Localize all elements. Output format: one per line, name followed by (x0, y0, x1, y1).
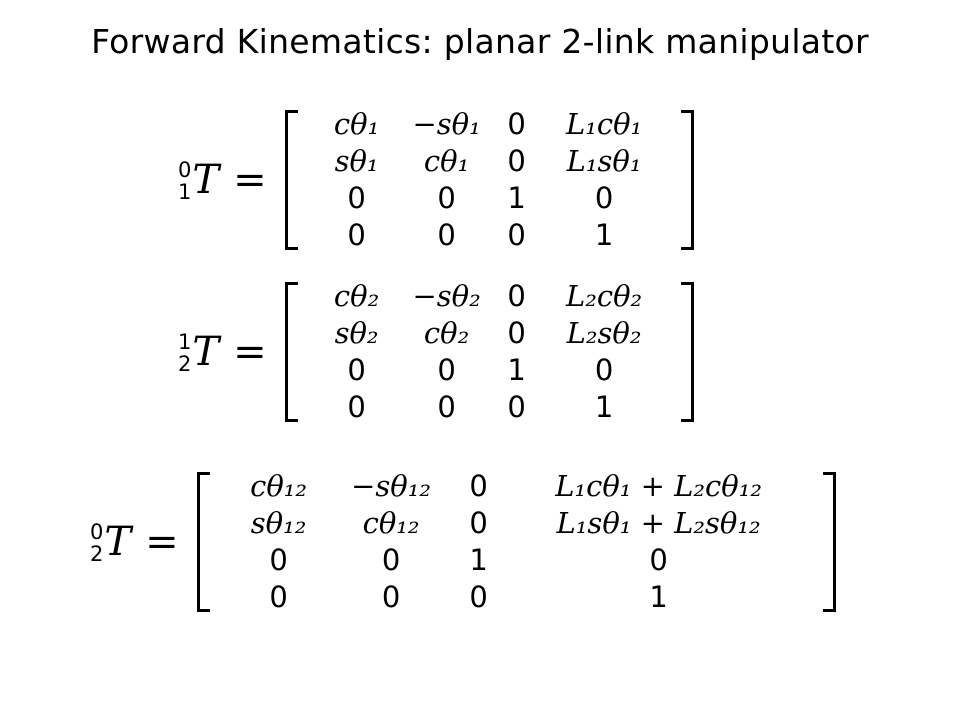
left-bracket (284, 282, 298, 422)
matrix-cell: 0 (507, 316, 526, 350)
lhs-t02: 0 2 T = (90, 519, 179, 565)
right-bracket (680, 110, 694, 250)
matrix-cell: sθ₁ (334, 144, 379, 178)
matrix-cell: cθ₁₂ (362, 506, 420, 540)
right-bracket (680, 282, 694, 422)
matrix-cell: cθ₂ (333, 279, 380, 313)
matrix-cell: cθ₁ (423, 144, 470, 178)
equation-t01: 0 1 T = cθ₁ −sθ₁ 0 L₁cθ₁ sθ₁ cθ₁ 0 L₁sθ₁… (178, 107, 694, 252)
right-bracket (822, 472, 836, 612)
matrix-cell: L₁sθ₁ + L₂sθ₁₂ (556, 506, 761, 540)
matrix-cell: −sθ₁₂ (351, 469, 432, 503)
matrix-cell: −sθ₂ (412, 279, 481, 313)
matrix-cell: 0 (437, 353, 456, 387)
matrix-cell: 1 (649, 580, 668, 614)
matrix-cell: 1 (507, 353, 526, 387)
matrix-cell: 0 (381, 543, 401, 577)
matrix-cell: 0 (507, 390, 526, 424)
frame-superscript: 0 (178, 158, 192, 182)
equals-sign: = (145, 519, 179, 565)
left-bracket (196, 472, 210, 612)
matrix-cell: 1 (507, 181, 526, 215)
matrix-cell: cθ₁ (333, 107, 380, 141)
matrix-cell: 0 (347, 181, 366, 215)
matrix-t02: cθ₁₂ −sθ₁₂ 0 L₁cθ₁ + L₂cθ₁₂ sθ₁₂ cθ₁₂ 0 … (210, 468, 823, 616)
matrix-cell: L₁sθ₁ (566, 144, 642, 178)
matrix-cell: sθ₁₂ (250, 506, 307, 540)
matrix-t12: cθ₂ −sθ₂ 0 L₂cθ₂ sθ₂ cθ₂ 0 L₂sθ₂ 0 0 1 0… (298, 278, 681, 426)
matrix-cell: cθ₁₂ (250, 469, 308, 503)
matrix-cell: 0 (469, 469, 488, 503)
equals-sign: = (233, 157, 267, 203)
matrix-cell: 0 (594, 181, 614, 215)
slide-title: Forward Kinematics: planar 2-link manipu… (91, 22, 869, 61)
matrix-cell: L₂cθ₂ (565, 279, 643, 313)
matrix-cell: cθ₂ (423, 316, 470, 350)
matrix-cell: 0 (507, 218, 526, 252)
equals-sign: = (233, 329, 267, 375)
matrix-cell: 0 (269, 543, 288, 577)
matrix-cell: 0 (594, 353, 614, 387)
matrix-cell: L₁cθ₁ + L₂cθ₁₂ (555, 469, 762, 503)
frame-subscript: 2 (178, 352, 192, 376)
transform-symbol: T (192, 157, 220, 203)
prescript-t01: 0 1 (178, 159, 191, 203)
equation-t12: 1 2 T = cθ₂ −sθ₂ 0 L₂cθ₂ sθ₂ cθ₂ 0 L₂sθ₂… (178, 279, 694, 424)
matrix-cell: 0 (381, 580, 401, 614)
frame-subscript: 1 (178, 180, 192, 204)
matrix-cell: 0 (507, 107, 526, 141)
matrix-cell: 0 (649, 543, 668, 577)
matrix-cell: 1 (594, 218, 614, 252)
matrix-cell: 0 (347, 353, 366, 387)
matrix-cell: −sθ₁ (412, 107, 481, 141)
matrix-cell: 0 (507, 144, 526, 178)
frame-subscript: 2 (90, 542, 104, 566)
matrix-cell: 0 (507, 279, 526, 313)
matrix-t01: cθ₁ −sθ₁ 0 L₁cθ₁ sθ₁ cθ₁ 0 L₁sθ₁ 0 0 1 0… (298, 106, 681, 254)
transform-symbol: T (104, 519, 132, 565)
lhs-t01: 0 1 T = (178, 157, 267, 203)
equation-t02: 0 2 T = cθ₁₂ −sθ₁₂ 0 L₁cθ₁ + L₂cθ₁₂ sθ₁₂… (90, 469, 836, 614)
matrix-cell: 0 (437, 218, 456, 252)
prescript-t02: 0 2 (90, 521, 103, 565)
frame-superscript: 1 (178, 330, 192, 354)
left-bracket (284, 110, 298, 250)
matrix-cell: L₂sθ₂ (566, 316, 642, 350)
matrix-cell: 0 (437, 390, 456, 424)
lhs-t12: 1 2 T = (178, 329, 267, 375)
matrix-cell: 0 (469, 506, 488, 540)
transform-symbol: T (192, 329, 220, 375)
matrix-cell: 1 (469, 543, 488, 577)
matrix-cell: 0 (469, 580, 488, 614)
matrix-cell: 0 (269, 580, 288, 614)
matrix-cell: 1 (594, 390, 614, 424)
frame-superscript: 0 (90, 520, 104, 544)
matrix-cell: L₁cθ₁ (565, 107, 643, 141)
matrix-cell: 0 (347, 390, 366, 424)
prescript-t12: 1 2 (178, 331, 191, 375)
matrix-cell: sθ₂ (334, 316, 379, 350)
matrix-cell: 0 (437, 181, 456, 215)
matrix-cell: 0 (347, 218, 366, 252)
